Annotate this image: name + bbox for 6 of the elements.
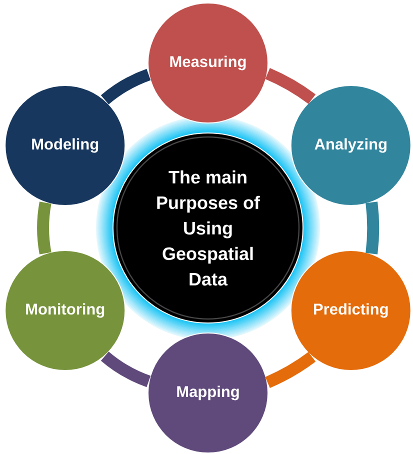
ring-segment <box>100 68 151 104</box>
ring-segment <box>265 352 316 388</box>
ring-segment <box>37 202 52 254</box>
ring-segment <box>100 352 151 388</box>
ring-segment <box>366 202 380 254</box>
ring-segment <box>265 68 316 104</box>
